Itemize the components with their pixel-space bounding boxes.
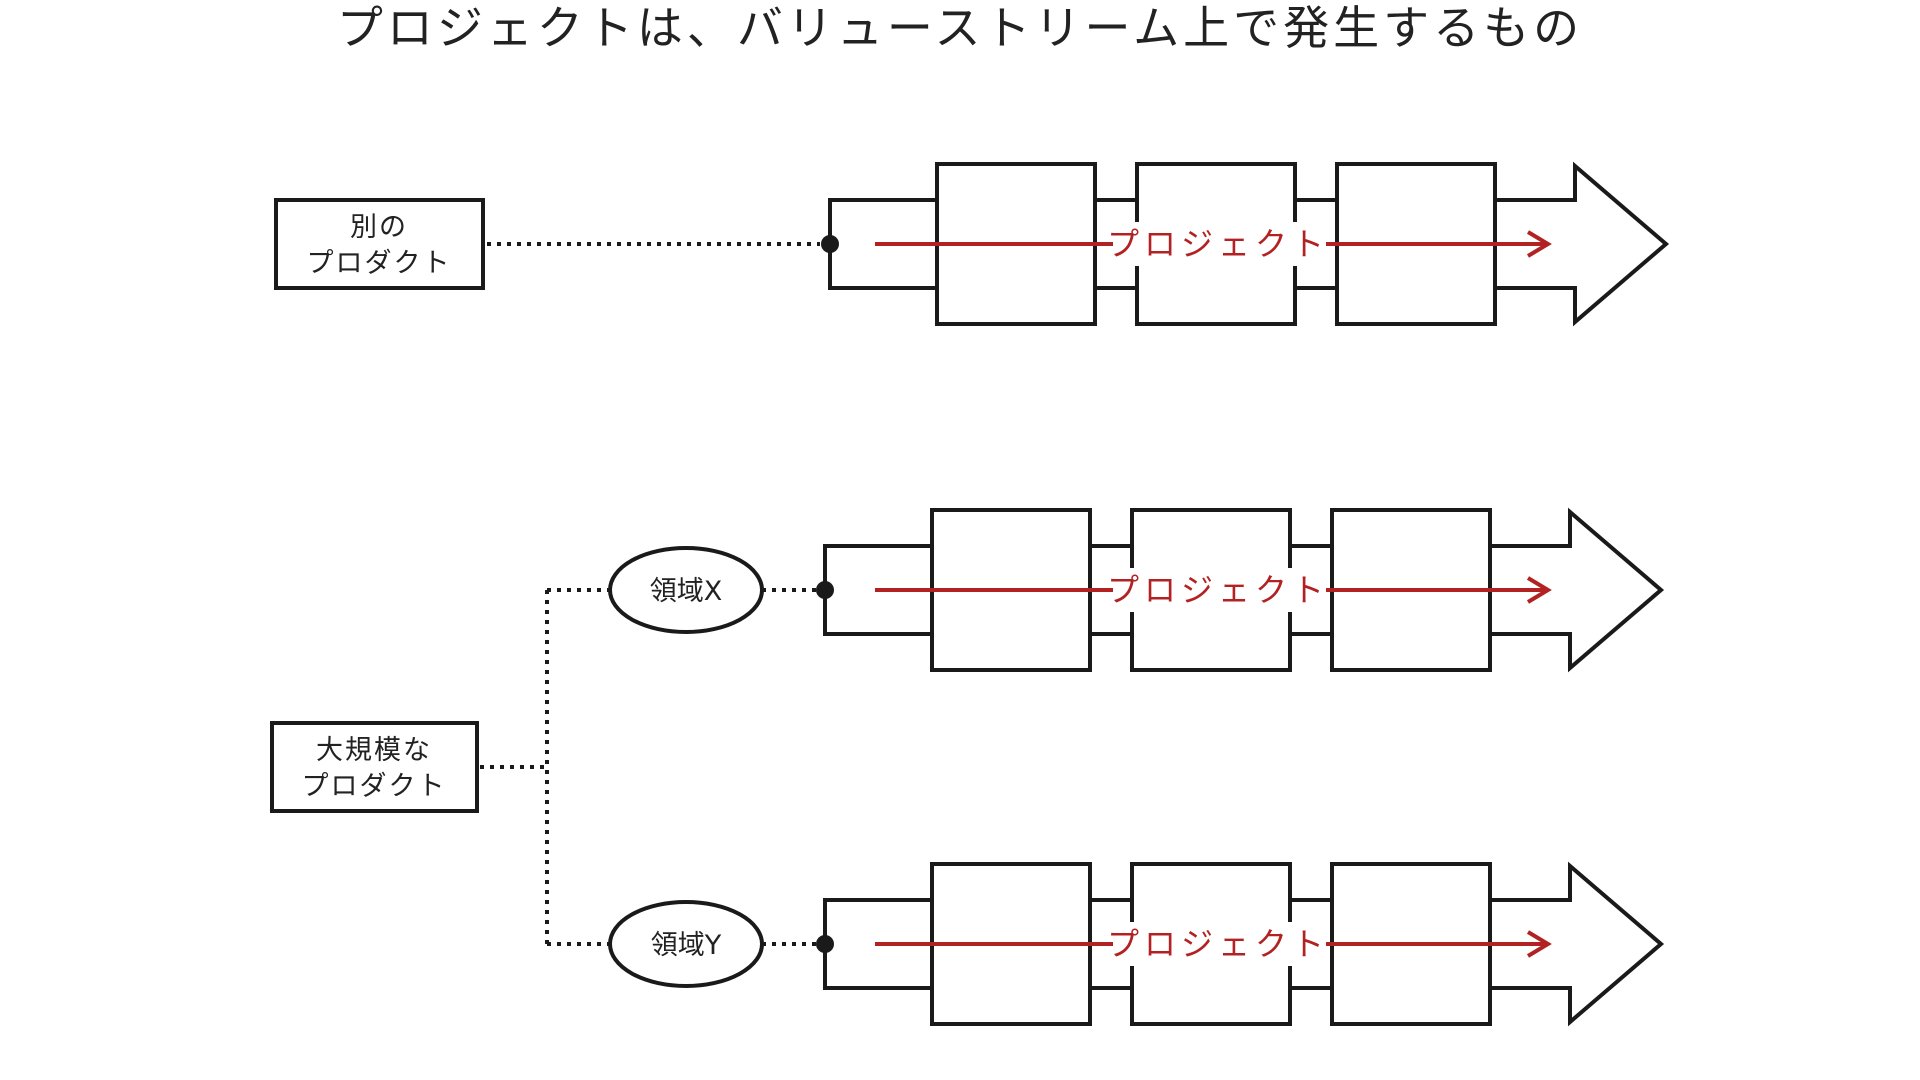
large-product-section: 大規模な プロダクト 領域X 領域Y — [270, 507, 1665, 1027]
other-product-label-line2: プロダクト — [307, 248, 452, 279]
area-x-label: 領域X — [650, 576, 723, 607]
large-product-box: 大規模な プロダクト — [270, 721, 479, 813]
diagram-title: プロジェクトは、バリューストリーム上で発生するもの — [337, 1, 1583, 55]
project-label: プロジェクト — [1107, 571, 1329, 609]
project-label: プロジェクト — [1107, 225, 1329, 263]
other-product-label-line1: 別の — [350, 212, 408, 243]
other-product-box: 別の プロダクト — [274, 198, 485, 290]
project-arrow: プロジェクト — [875, 568, 1552, 612]
connection-dot — [816, 581, 834, 599]
project-arrow: プロジェクト — [875, 222, 1552, 266]
area-y-label: 領域Y — [651, 930, 722, 961]
value-stream-row-2: プロジェクト — [816, 507, 1665, 673]
value-stream-row-3: プロジェクト — [816, 861, 1665, 1027]
project-arrow: プロジェクト — [875, 922, 1552, 966]
value-stream-row-1: プロジェクト 別の プロダクト — [274, 161, 1670, 327]
large-product-label-line1: 大規模な — [316, 735, 432, 766]
connection-dot — [821, 235, 839, 253]
project-label: プロジェクト — [1107, 925, 1329, 963]
area-x-node: 領域X — [608, 546, 764, 634]
connection-dot — [816, 935, 834, 953]
large-product-label-line2: プロダクト — [302, 771, 447, 802]
area-y-node: 領域Y — [608, 900, 764, 988]
